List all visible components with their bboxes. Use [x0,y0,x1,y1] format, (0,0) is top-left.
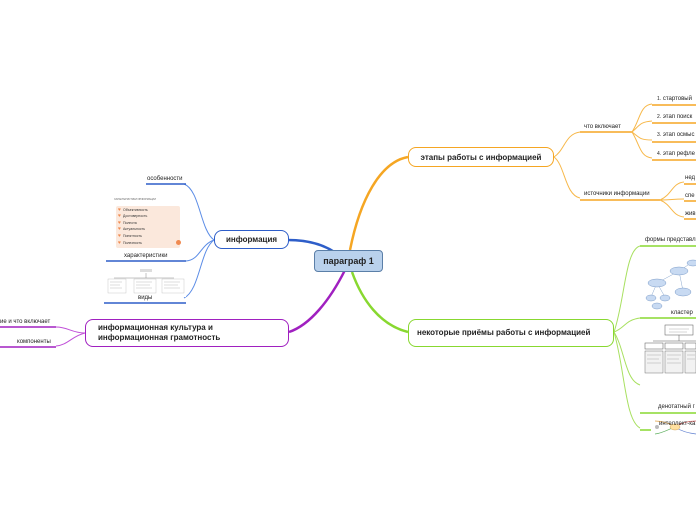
heart-icon: ♥ [118,213,121,219]
source-item-1[interactable]: нед [685,175,695,181]
stage-number: 1. [657,96,661,102]
subtopic-characteristics[interactable]: характеристики [124,253,167,259]
characteristic-label: Полезность [123,241,142,245]
subtopic-forms[interactable]: формы представл [645,237,696,243]
types-diagram-image [106,267,186,297]
heart-icon: ♥ [118,207,121,213]
stage-item-2[interactable]: 2. этап поиск [657,114,692,120]
characteristic-item: ♥Объективность [118,207,178,212]
topic-stages[interactable]: этапы работы с информацией [408,147,554,167]
source-item-2[interactable]: спе [685,193,695,199]
types-tree-icon [106,267,186,297]
stage-item-3[interactable]: 3. этап осмыс [657,132,694,138]
table-graph-icon [643,323,696,399]
subtopic-what-includes[interactable]: ие и что включает [0,319,50,325]
circle-icon [176,240,181,245]
heart-icon: ♥ [118,220,121,226]
topic-methods-label: некоторые приёмы работы с информацией [417,328,590,338]
subtopic-components[interactable]: компоненты [17,339,51,345]
stage-text: этап поиск [663,114,692,120]
stage-item-1[interactable]: 1. стартовый [657,96,692,102]
subtopic-features[interactable]: особенности [147,176,183,182]
forms-diagram-image [643,251,696,311]
characteristic-label: Понятность [123,234,142,238]
heart-icon: ♥ [118,233,121,239]
stage-item-4[interactable]: 4. этап рефле [657,151,695,157]
stage-text: этап рефле [663,151,695,157]
stage-number: 2. [657,114,661,120]
topic-info-label: информация [226,235,277,244]
topic-stages-label: этапы работы с информацией [421,153,542,162]
characteristics-image: ХАРАКТЕРИСТИКИ ИНФОРМАЦИИ ♥Объективность… [110,196,184,250]
characteristic-item: ♥Актуальность [118,227,178,232]
stage-number: 3. [657,132,661,138]
stage-number: 4. [657,151,661,157]
topic-methods[interactable]: некоторые приёмы работы с информацией [408,319,614,347]
topic-culture-label: информационная культура и информационная… [98,323,276,343]
source-item-3[interactable]: жив [685,211,696,217]
bubble-diagram-icon [643,251,696,311]
characteristic-item: ♥Достоверность [118,214,178,219]
characteristic-item: ♥Полнота [118,220,178,225]
subtopic-cluster[interactable]: кластер [671,310,693,316]
subtopic-types[interactable]: виды [138,295,152,301]
subtopic-denotative[interactable]: денотатный г [658,404,695,410]
central-topic-label: параграф 1 [323,256,374,266]
stage-text: стартовый [663,96,692,102]
heart-icon: ♥ [118,226,121,232]
denotative-graph-image [643,323,696,399]
characteristic-label: Полнота [123,221,137,225]
subtopic-sources[interactable]: источники информации [584,191,650,197]
characteristics-image-title: ХАРАКТЕРИСТИКИ ИНФОРМАЦИИ [114,198,156,201]
characteristic-item: ♥Понятность [118,233,178,238]
heart-icon: ♥ [118,240,121,246]
characteristic-item: ♥Полезность [118,240,178,245]
characteristic-label: Актуальность [123,227,145,231]
characteristic-label: Объективность [123,208,148,212]
subtopic-intellect[interactable]: интеллект-ка [659,421,695,427]
subtopic-includes[interactable]: что включает [584,124,621,130]
central-topic[interactable]: параграф 1 [314,250,383,272]
topic-culture[interactable]: информационная культура и информационная… [85,319,289,347]
characteristic-label: Достоверность [123,214,147,218]
topic-info[interactable]: информация [214,230,289,249]
stage-text: этап осмыс [663,132,695,138]
